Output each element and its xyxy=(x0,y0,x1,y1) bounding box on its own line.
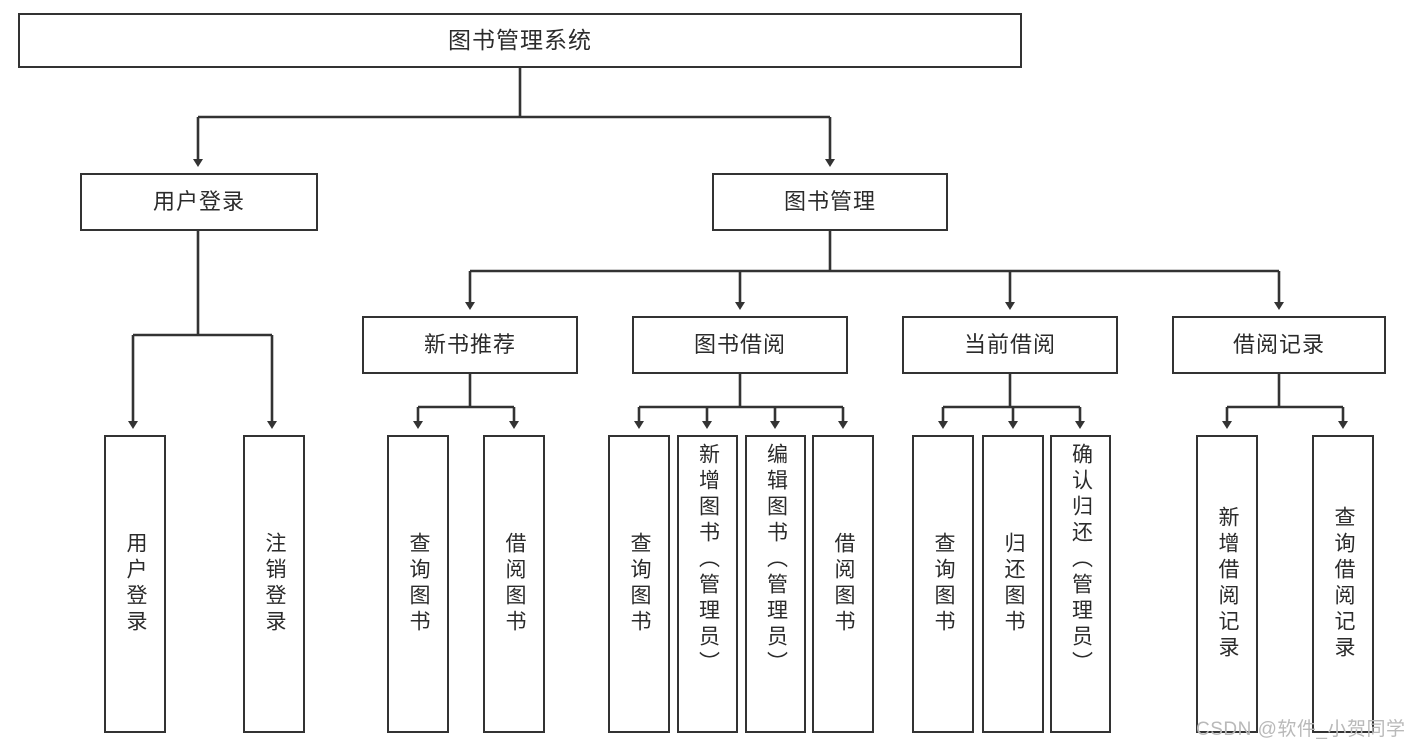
node-leaf-logout[interactable]: 注销登录 xyxy=(243,435,305,733)
node-label: 查询借阅记录 xyxy=(1332,506,1356,662)
node-label: 新增图书（管理员） xyxy=(696,443,720,677)
node-leaf-add-book-admin[interactable]: 新增图书（管理员） xyxy=(677,435,738,733)
node-leaf-query-book-borrow[interactable]: 查询图书 xyxy=(608,435,670,733)
node-label: 当前借阅 xyxy=(963,331,1056,357)
csdn-watermark: CSDN @软件_小贺同学 xyxy=(1196,719,1405,740)
node-leaf-return-book[interactable]: 归还图书 xyxy=(982,435,1044,733)
node-label: 确认归还（管理员） xyxy=(1069,443,1093,677)
node-leaf-add-borrow-record[interactable]: 新增借阅记录 xyxy=(1196,435,1258,733)
node-user-login[interactable]: 用户登录 xyxy=(80,173,318,231)
node-label: 新增借阅记录 xyxy=(1216,506,1240,662)
node-leaf-borrow-book-rec[interactable]: 借阅图书 xyxy=(483,435,545,733)
node-label: 图书管理系统 xyxy=(448,26,592,53)
node-borrow-record[interactable]: 借阅记录 xyxy=(1172,316,1386,374)
node-label: 查询图书 xyxy=(628,532,652,636)
node-leaf-borrow-book[interactable]: 借阅图书 xyxy=(812,435,874,733)
node-label: 注销登录 xyxy=(263,532,287,636)
node-label: 查询图书 xyxy=(932,532,956,636)
node-label: 图书借阅 xyxy=(693,331,786,357)
node-new-book-recommend[interactable]: 新书推荐 xyxy=(362,316,578,374)
node-label: 图书管理 xyxy=(783,188,876,214)
node-label: 查询图书 xyxy=(407,532,431,636)
node-leaf-query-borrow-record[interactable]: 查询借阅记录 xyxy=(1312,435,1374,733)
node-label: 归还图书 xyxy=(1002,532,1026,636)
node-label: 新书推荐 xyxy=(423,331,516,357)
node-book-borrow[interactable]: 图书借阅 xyxy=(632,316,848,374)
node-label: 借阅记录 xyxy=(1232,331,1325,357)
node-label: 编辑图书（管理员） xyxy=(764,443,788,677)
node-leaf-query-book-rec[interactable]: 查询图书 xyxy=(387,435,449,733)
node-label: 用户登录 xyxy=(152,188,245,214)
node-book-management[interactable]: 图书管理 xyxy=(712,173,948,231)
node-leaf-user-login[interactable]: 用户登录 xyxy=(104,435,166,733)
node-leaf-query-book-current[interactable]: 查询图书 xyxy=(912,435,974,733)
node-leaf-confirm-return-admin[interactable]: 确认归还（管理员） xyxy=(1050,435,1111,733)
node-label: 借阅图书 xyxy=(832,532,856,636)
node-label: 借阅图书 xyxy=(503,532,527,636)
node-root-system[interactable]: 图书管理系统 xyxy=(18,13,1022,68)
node-current-borrow[interactable]: 当前借阅 xyxy=(902,316,1118,374)
node-leaf-edit-book-admin[interactable]: 编辑图书（管理员） xyxy=(745,435,806,733)
node-label: 用户登录 xyxy=(124,532,148,636)
